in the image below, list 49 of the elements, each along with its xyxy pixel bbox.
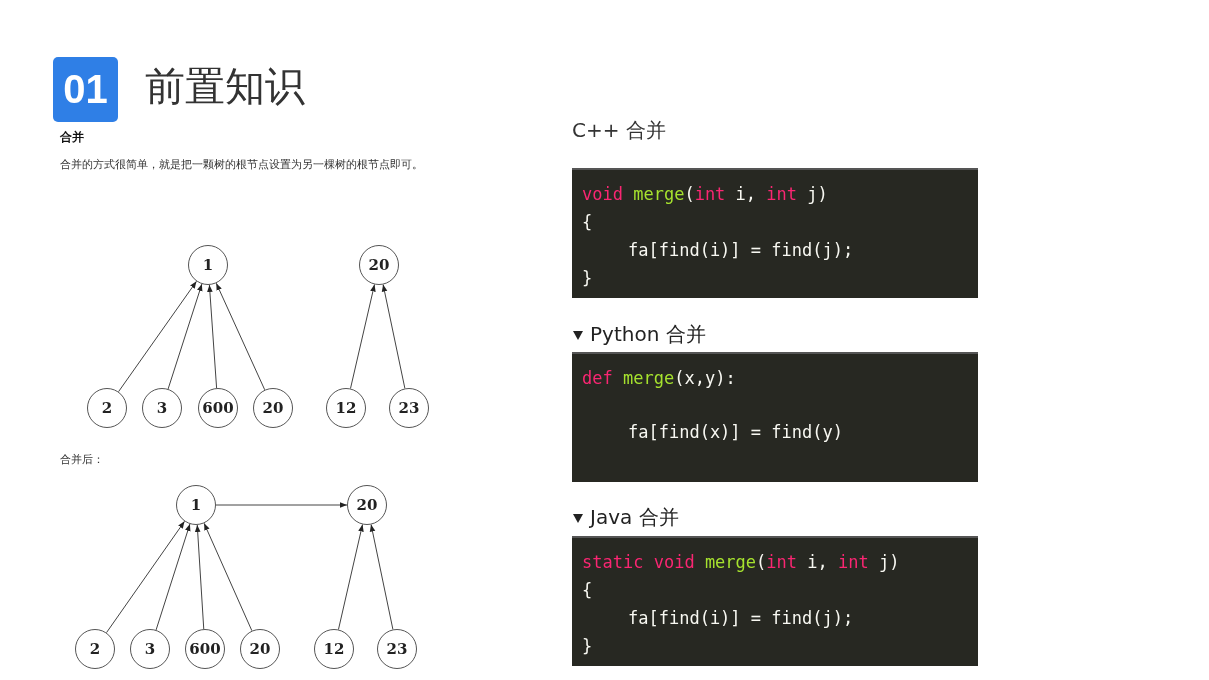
code-line: } [582, 635, 593, 658]
arrow [106, 520, 185, 634]
tree-node-circle: 12 [326, 388, 366, 428]
code-block [572, 168, 978, 298]
code-line: fa[find(i)] = find(j); [628, 239, 854, 262]
code-line: } [582, 267, 593, 290]
tree-node-circle: 1 [176, 485, 216, 525]
arrow [207, 284, 218, 389]
arrow [215, 282, 266, 391]
arrow [350, 284, 376, 389]
code-line: fa[find(i)] = find(j); [628, 607, 854, 630]
tree-node-circle: 23 [389, 388, 429, 428]
title: 前置知识 [145, 62, 305, 110]
subheading: 合并后： [60, 453, 104, 467]
tree-node-circle: 3 [130, 629, 170, 669]
arrow [194, 524, 205, 630]
code-line: static void merge(int i, int j) [582, 551, 900, 574]
tree-node-circle: 2 [87, 388, 127, 428]
arrow [369, 524, 394, 630]
arrow [337, 524, 364, 630]
section-heading: C++ 合并 [572, 118, 666, 142]
number-badge: 01 [53, 57, 118, 122]
arrow [203, 522, 253, 632]
arrow [155, 523, 191, 631]
code-line: { [582, 579, 593, 602]
tree-node-circle: 600 [185, 629, 225, 669]
tree-node-circle: 1 [188, 245, 228, 285]
section-heading: Java 合并 [590, 505, 679, 529]
arrow [215, 502, 348, 508]
tree-node-circle: 20 [253, 388, 293, 428]
code-line: { [582, 211, 593, 234]
code-line: void merge(int i, int j) [582, 183, 828, 206]
tree-node-circle: 23 [377, 629, 417, 669]
tree-node-circle: 20 [240, 629, 280, 669]
code-line: def merge(x,y): [582, 367, 736, 390]
tree-node-circle: 3 [142, 388, 182, 428]
tree-node-circle: 20 [359, 245, 399, 285]
description-text: 合并的方式很简单，就是把一颗树的根节点设置为另一棵树的根节点即可。 [60, 158, 423, 172]
arrow [167, 283, 203, 390]
code-block [572, 352, 978, 482]
code-block [572, 536, 978, 666]
tree-node-circle: 2 [75, 629, 115, 669]
tree-node-circle: 12 [314, 629, 354, 669]
section-heading: Python 合并 [590, 322, 706, 346]
code-line: fa[find(x)] = find(y) [628, 421, 843, 444]
tree-node-circle: 600 [198, 388, 238, 428]
tree-node-circle: 20 [347, 485, 387, 525]
arrow [381, 284, 406, 389]
arrow [118, 280, 197, 393]
